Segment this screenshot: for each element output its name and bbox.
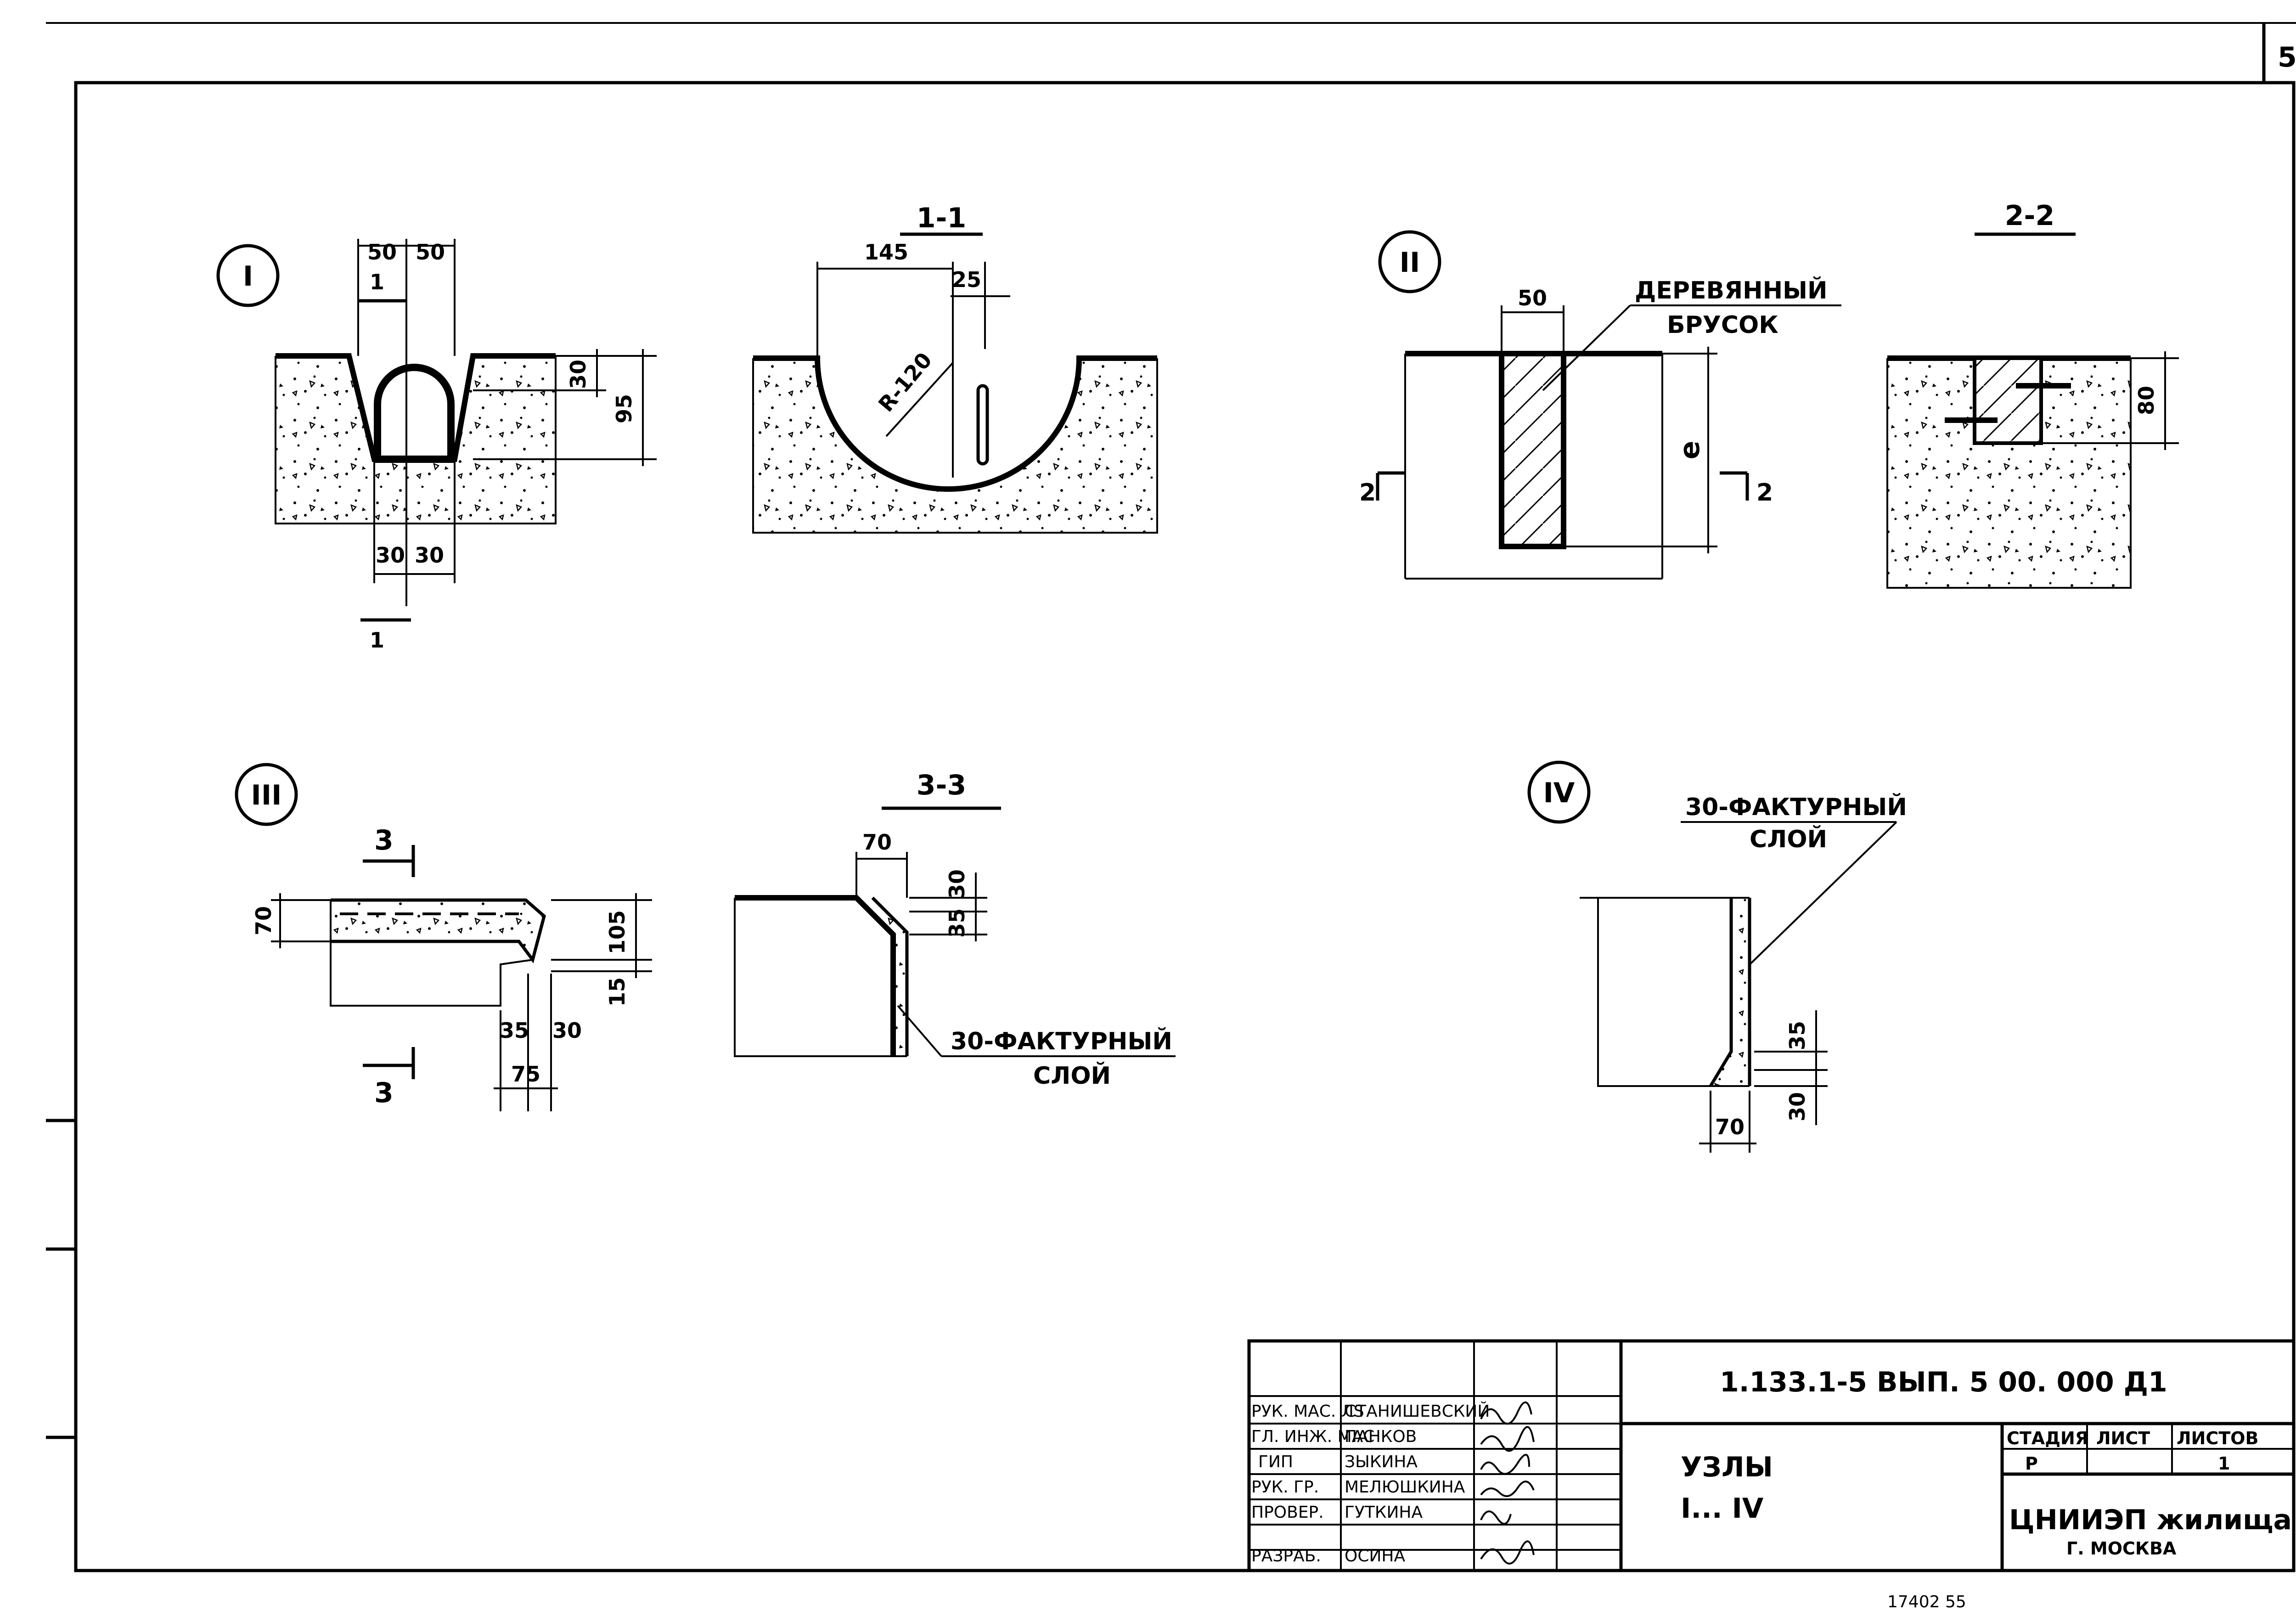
n4-width: 70	[1715, 1115, 1745, 1139]
role-4: РУК. ГР.	[1251, 1478, 1319, 1497]
n3-d70: 70	[251, 906, 276, 935]
n2-cut-right: 2	[1756, 479, 1773, 507]
section-1-1: 1-1 145 25 R-120	[752, 202, 1158, 534]
n2-note-line2: БРУСОК	[1667, 311, 1778, 339]
n2-cut-left: 2	[1359, 479, 1376, 507]
name-4: МЕЛЮШКИНА	[1345, 1478, 1465, 1497]
sheet-frame: 54	[46, 22, 2296, 1572]
s33-note-line1: 30-ФАКТУРНЫЙ	[951, 1027, 1172, 1055]
node-4-label: IV	[1543, 777, 1575, 809]
org-line1: ЦНИИЭП жилища	[2009, 1504, 2292, 1536]
n1-dim-bottom-right: 30	[415, 543, 444, 568]
title-block: РУК. МАС. ЛS ГЛ. ИНЖ. МАС ГИП РУК. ГР. П…	[1247, 1339, 2296, 1572]
node-3: III 3 3 70 105 15 35 30 75	[235, 763, 652, 1111]
s33-note-line2: СЛОЙ	[1033, 1062, 1111, 1090]
n1-dim-bottom-left: 30	[376, 543, 405, 568]
sheets-label: ЛИСТОВ	[2177, 1428, 2258, 1448]
s33-d35: 35	[945, 908, 969, 938]
s22-height: 80	[2134, 386, 2159, 415]
n2-height: e	[1674, 441, 1706, 460]
sheet-label: ЛИСТ	[2096, 1428, 2150, 1448]
node-3-label: III	[251, 779, 282, 811]
n3-cut-bottom: 3	[374, 1077, 394, 1109]
name-6: ОСИНА	[1345, 1547, 1405, 1565]
node-4: IV 30-ФАКТУРНЫЙ СЛОЙ 35 30 70	[1527, 760, 1907, 1153]
n3-d35: 35	[500, 1018, 529, 1043]
n4-d30: 30	[1785, 1092, 1810, 1121]
subject-line2: I... IV	[1681, 1492, 1764, 1525]
n2-width: 50	[1518, 286, 1547, 310]
n3-d15: 15	[605, 977, 630, 1007]
n1-dim-top-right: 50	[416, 240, 445, 265]
signatures	[1480, 1401, 1535, 1565]
s11-width: 145	[864, 240, 908, 265]
n3-d30: 30	[552, 1018, 582, 1043]
role-5: ПРОВЕР.	[1251, 1503, 1324, 1522]
role-2: ГЛ. ИНЖ. МАС	[1251, 1427, 1374, 1446]
org-line2: Г. МОСКВА	[2066, 1538, 2177, 1559]
n1-dim-depth-total: 95	[612, 394, 636, 423]
s33-title: 3-3	[917, 769, 966, 801]
n1-section-top: 1	[370, 270, 384, 294]
n1-dim-top-left: 50	[367, 240, 397, 265]
subject-line1: УЗЛЫ	[1681, 1451, 1773, 1483]
s11-title: 1-1	[917, 202, 966, 234]
n4-note-line1: 30-ФАКТУРНЫЙ	[1685, 793, 1907, 821]
node-2-label: II	[1400, 247, 1420, 279]
role-1: РУК. МАС. ЛS	[1251, 1402, 1364, 1421]
role-6: РАЗРАБ.	[1251, 1547, 1321, 1565]
node-2: II 50 ДЕРЕВЯННЫЙ БРУСОК e 2 2	[1359, 230, 1841, 580]
node-1-label: I	[243, 260, 253, 293]
s33-d30: 30	[945, 869, 969, 899]
n3-d105: 105	[605, 910, 630, 954]
s22-title: 2-2	[2005, 200, 2054, 232]
n4-note-line2: СЛОЙ	[1750, 825, 1827, 853]
stage-label: СТАДИЯ	[2007, 1428, 2088, 1448]
node-1: I 50 50 1 30 30 1 30 95	[216, 239, 657, 653]
n2-note-line1: ДЕРЕВЯННЫЙ	[1635, 276, 1828, 304]
s33-width: 70	[862, 830, 892, 855]
n4-d35: 35	[1785, 1021, 1810, 1050]
n1-section-bottom: 1	[370, 628, 384, 653]
name-3: ЗЫКИНА	[1345, 1453, 1418, 1471]
role-3: ГИП	[1258, 1453, 1293, 1471]
n1-dim-depth-top: 30	[566, 360, 591, 389]
sheets-value: 1	[2218, 1453, 2230, 1474]
name-1: СТАНИШЕВСКИЙ	[1345, 1402, 1490, 1421]
section-2-2: 2-2 80	[1886, 200, 2179, 589]
s11-radius: R-120	[873, 348, 937, 417]
name-5: ГУТКИНА	[1345, 1503, 1423, 1522]
n3-cut-top: 3	[374, 824, 394, 856]
name-2: ПАНКОВ	[1345, 1427, 1417, 1446]
stage-value: Р	[2025, 1453, 2038, 1474]
footer-note: 17402 55	[1887, 1593, 1966, 1611]
section-3-3: 3-3 70 30 35 30-ФАКТУРНЫЙ СЛОЙ	[734, 769, 1176, 1090]
n3-d75: 75	[511, 1062, 540, 1087]
doc-code: 1.133.1-5 ВЫП. 5 00. 000 Д1	[1720, 1366, 2167, 1398]
s11-offset: 25	[952, 267, 981, 292]
sheet-number: 54	[2278, 41, 2296, 73]
